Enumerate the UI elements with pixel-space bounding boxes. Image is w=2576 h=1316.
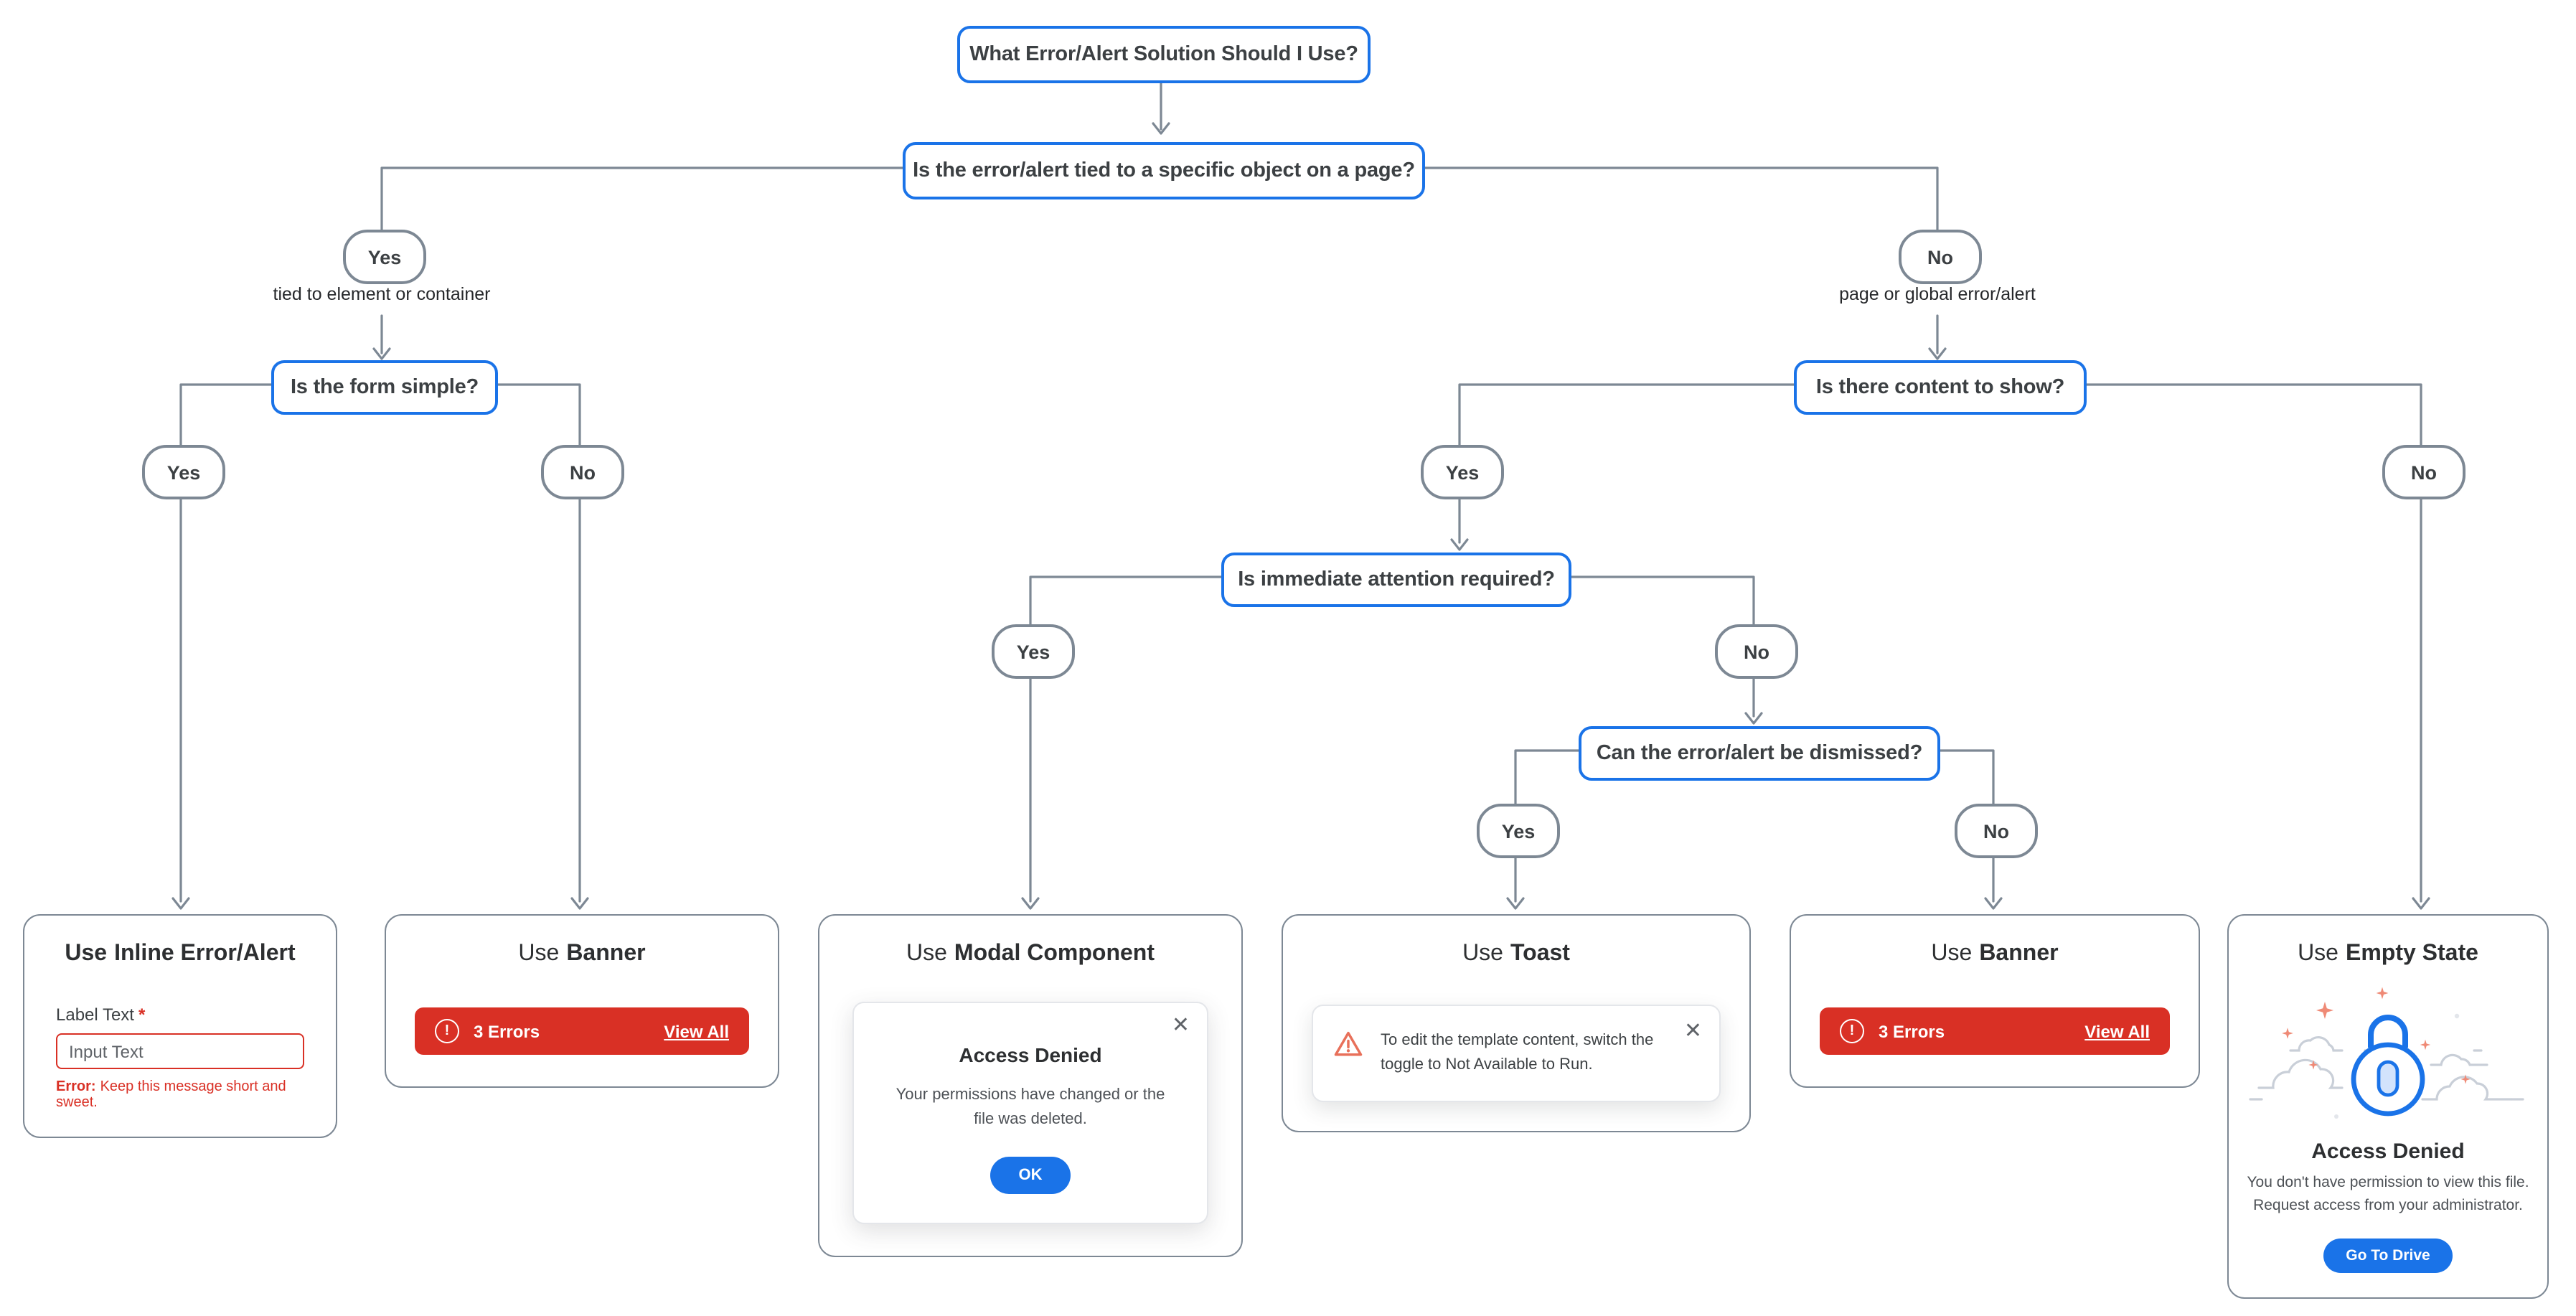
go-to-drive-button[interactable]: Go To Drive: [2323, 1238, 2453, 1272]
decision-label: Is the form simple?: [290, 376, 479, 399]
answer-oval-yes-attention: Yes: [992, 624, 1075, 679]
error-banner: ! 3 Errors View All: [1820, 1007, 2170, 1055]
branch-caption-global: page or global error/alert: [1839, 284, 2036, 304]
toast-notification: To edit the template content, switch the…: [1312, 1005, 1721, 1103]
decision-label: Is the error/alert tied to a specific ob…: [913, 159, 1415, 182]
answer-oval-yes-dismiss: Yes: [1477, 804, 1560, 858]
modal-dialog: ✕ Access Denied Your permissions have ch…: [852, 1002, 1208, 1224]
view-all-link[interactable]: View All: [2084, 1021, 2150, 1041]
close-icon[interactable]: ✕: [1683, 1019, 1702, 1043]
decision-node-dismiss: Can the error/alert be dismissed?: [1579, 726, 1940, 781]
label-text-input[interactable]: [56, 1033, 304, 1069]
decision-node-content-show: Is there content to show?: [1794, 360, 2087, 415]
error-banner: ! 3 Errors View All: [415, 1007, 749, 1055]
answer-oval-yes-tied: Yes: [343, 230, 426, 284]
answer-oval-yes-form: Yes: [142, 445, 225, 499]
branch-caption-tied: tied to element or container: [273, 284, 491, 304]
modal-body: Your permissions have changed or the fil…: [896, 1086, 1165, 1127]
answer-oval-no-tied: No: [1899, 230, 1982, 284]
required-asterisk: *: [138, 1005, 146, 1025]
inline-error-message: Error:Keep this message short and sweet.: [56, 1079, 286, 1111]
decision-label: Is immediate attention required?: [1238, 568, 1555, 591]
decision-label: What Error/Alert Solution Should I Use?: [969, 43, 1358, 66]
field-label: Label Text*: [56, 1005, 146, 1025]
warning-triangle-icon: [1334, 1031, 1363, 1056]
decision-node-tied: Is the error/alert tied to a specific ob…: [903, 142, 1425, 199]
answer-oval-yes-content: Yes: [1421, 445, 1504, 499]
empty-state-heading: Access Denied: [2311, 1139, 2465, 1164]
inline-error-example: Label Text* Error:Keep this message shor…: [24, 967, 336, 1111]
answer-oval-no-content: No: [2382, 445, 2465, 499]
decision-node-root: What Error/Alert Solution Should I Use?: [957, 26, 1371, 83]
locked-illustration: [2249, 987, 2524, 1119]
modal-title: Access Denied: [959, 1043, 1102, 1066]
ok-button[interactable]: OK: [989, 1157, 1071, 1194]
error-circle-icon: !: [435, 1019, 459, 1043]
decision-label: Can the error/alert be dismissed?: [1596, 742, 1923, 765]
view-all-link[interactable]: View All: [664, 1021, 729, 1041]
decision-label: Is there content to show?: [1815, 376, 2065, 399]
banner-error-count: 3 Errors: [474, 1021, 540, 1041]
toast-message: To edit the template content, switch the…: [1381, 1032, 1654, 1074]
answer-oval-no-form: No: [541, 445, 624, 499]
answer-oval-no-attention: No: [1715, 624, 1798, 679]
empty-state-body: You don't have permission to view this f…: [2247, 1174, 2529, 1214]
decision-node-form-simple: Is the form simple?: [271, 360, 498, 415]
banner-error-count: 3 Errors: [1879, 1021, 1945, 1041]
answer-oval-no-dismiss: No: [1955, 804, 2038, 858]
close-icon[interactable]: ✕: [1171, 1013, 1190, 1038]
decision-node-attention: Is immediate attention required?: [1221, 553, 1571, 607]
error-circle-icon: !: [1840, 1019, 1864, 1043]
